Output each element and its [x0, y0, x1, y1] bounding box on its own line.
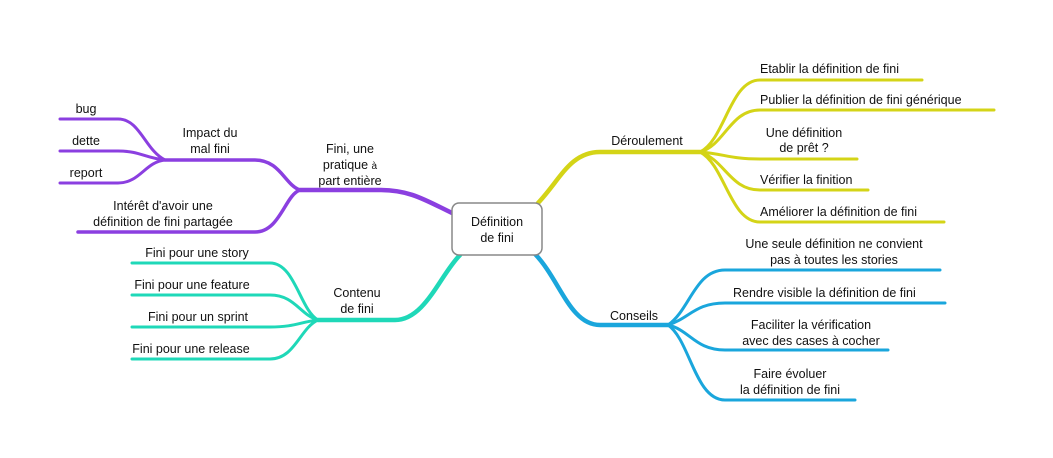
node-fini-pratique-line2b: à: [372, 161, 378, 172]
node-fini-pratique-line3: part entière: [318, 174, 381, 188]
edge-root-deroulement: [535, 149, 703, 206]
node-dette: dette: [72, 134, 100, 148]
node-impact-line2: mal fini: [190, 142, 230, 156]
node-report: report: [70, 166, 103, 180]
node-publier: Publier la définition de fini générique: [760, 93, 962, 107]
node-faciliter-line1: Faciliter la vérification: [751, 318, 871, 332]
root-node[interactable]: Définition de fini: [451, 202, 543, 256]
node-interet-line1: Intérêt d'avoir une: [113, 199, 213, 213]
node-evoluer-line2: la définition de fini: [740, 383, 840, 397]
edge-contenu-feature: [130, 293, 320, 322]
node-etablir: Etablir la définition de fini: [760, 62, 899, 76]
node-fini-pratique-line2: pratique à: [323, 158, 378, 172]
edge-contenu-release: [130, 318, 320, 361]
branch-contenu: Contenu de fini Fini pour une story Fini…: [130, 246, 463, 361]
node-ameliorer: Améliorer la définition de fini: [760, 205, 917, 219]
node-verifier: Vérifier la finition: [760, 173, 852, 187]
edge-root-conseils: [532, 251, 671, 328]
edge-deroulement-publier: [698, 108, 996, 154]
edge-deroulement-verifier: [698, 150, 870, 192]
node-visible: Rendre visible la définition de fini: [733, 286, 916, 300]
node-fini-release: Fini pour une release: [132, 342, 249, 356]
edge-fini-pratique-impact: [163, 158, 302, 192]
node-evoluer-line1: Faire évoluer: [754, 367, 827, 381]
node-seule-line2: pas à toutes les stories: [770, 253, 898, 267]
node-conseils: Conseils: [610, 309, 658, 323]
root-node-box[interactable]: [451, 202, 543, 256]
branch-deroulement: Déroulement Etablir la définition de fin…: [535, 62, 996, 224]
edge-root-contenu: [315, 252, 463, 323]
node-pret-line1: Une définition: [766, 126, 842, 140]
edge-root-fini-pratique: [297, 187, 455, 216]
edge-conseils-evoluer: [666, 323, 857, 402]
node-fini-feature: Fini pour une feature: [134, 278, 249, 292]
node-pret-line2: de prêt ?: [779, 141, 828, 155]
branch-conseils: Conseils Une seule définition ne convien…: [532, 237, 947, 402]
node-bug: bug: [76, 102, 97, 116]
edge-impact-report: [58, 158, 167, 185]
node-fini-pratique-line2a: pratique: [323, 158, 368, 172]
node-contenu-line2: de fini: [340, 302, 373, 316]
edge-conseils-faciliter: [666, 323, 890, 352]
node-faciliter-line2: avec des cases à cocher: [742, 334, 880, 348]
node-fini-sprint: Fini pour un sprint: [148, 310, 249, 324]
branch-fini-pratique: Fini, une pratique à part entière Impact…: [58, 102, 455, 234]
edge-conseils-seule: [666, 268, 942, 327]
node-seule-line1: Une seule définition ne convient: [745, 237, 923, 251]
node-fini-pratique-line1: Fini, une: [326, 142, 374, 156]
node-contenu-line1: Contenu: [333, 286, 380, 300]
edge-impact-bug: [58, 117, 167, 162]
root-node-line2: de fini: [480, 231, 513, 245]
edge-deroulement-pret: [698, 150, 859, 161]
node-impact-line1: Impact du: [183, 126, 238, 140]
edge-impact-dette: [58, 149, 167, 162]
edge-deroulement-etablir: [698, 78, 924, 154]
edge-conseils-visible: [666, 301, 947, 327]
node-fini-story: Fini pour une story: [145, 246, 249, 260]
edge-contenu-sprint: [130, 318, 320, 329]
root-node-line1: Définition: [471, 215, 523, 229]
edge-contenu-story: [130, 261, 320, 322]
node-deroulement: Déroulement: [611, 134, 683, 148]
node-interet-line2: définition de fini partagée: [93, 215, 233, 229]
edge-deroulement-ameliorer: [698, 150, 946, 224]
edge-fini-pratique-interet: [76, 188, 302, 234]
